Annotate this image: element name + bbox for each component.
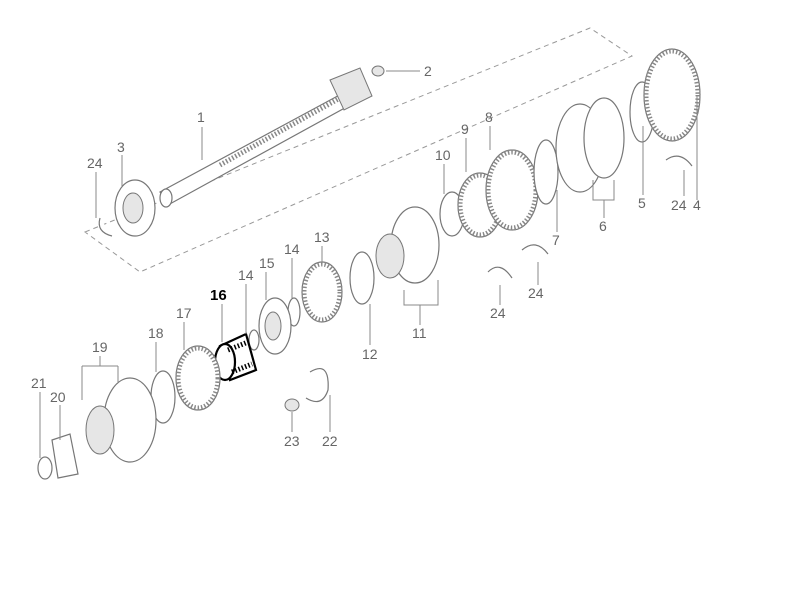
label-24-right[interactable]: 24	[671, 197, 687, 213]
part-2-pin[interactable]	[371, 65, 385, 77]
label-21[interactable]: 21	[31, 375, 47, 391]
subassembly-outline	[83, 27, 634, 273]
part-24-circlip-left[interactable]	[98, 217, 113, 237]
label-16[interactable]: 16	[210, 287, 227, 304]
label-11[interactable]: 11	[412, 325, 427, 341]
label-24-low[interactable]: 24	[490, 305, 506, 321]
part-22-clip[interactable]	[305, 368, 329, 403]
part-labels: 1 2 3 24 4 5 24 6 7 8 9 10 24 24 11 12 1…	[31, 63, 701, 449]
label-18[interactable]: 18	[148, 325, 164, 341]
label-12[interactable]: 12	[362, 346, 378, 362]
label-6[interactable]: 6	[599, 218, 607, 234]
part-15-bearing[interactable]	[258, 297, 292, 355]
label-8[interactable]: 8	[485, 109, 493, 125]
label-10[interactable]: 10	[435, 147, 451, 163]
label-2[interactable]: 2	[424, 63, 432, 79]
part-24-circlip-low[interactable]	[487, 266, 513, 279]
part-24-circlip-right[interactable]	[665, 155, 693, 167]
part-24-circlip-mid[interactable]	[521, 244, 549, 255]
leader-lines	[39, 70, 698, 458]
label-19[interactable]: 19	[92, 339, 108, 355]
part-6-synchro[interactable]	[555, 97, 625, 193]
label-14-right[interactable]: 14	[284, 241, 300, 257]
part-19-synchro[interactable]	[85, 377, 157, 463]
label-24-left[interactable]: 24	[87, 155, 103, 171]
label-5[interactable]: 5	[638, 195, 646, 211]
part-21-nut[interactable]	[37, 456, 53, 480]
label-9[interactable]: 9	[461, 121, 469, 137]
label-3[interactable]: 3	[117, 139, 125, 155]
part-20-plate[interactable]	[51, 433, 79, 479]
part-1-main-shaft[interactable]	[159, 67, 373, 208]
label-7[interactable]: 7	[552, 232, 560, 248]
part-13-gear[interactable]	[301, 261, 343, 323]
label-24-mid[interactable]: 24	[528, 285, 544, 301]
part-23-bolt[interactable]	[284, 398, 300, 412]
part-3-bearing[interactable]	[114, 179, 156, 237]
part-12-ring[interactable]	[349, 251, 375, 305]
label-20[interactable]: 20	[50, 389, 66, 405]
label-4[interactable]: 4	[693, 197, 701, 213]
label-17[interactable]: 17	[176, 305, 192, 321]
part-8-gear[interactable]	[485, 149, 539, 231]
label-1[interactable]: 1	[197, 109, 205, 125]
label-22[interactable]: 22	[322, 433, 338, 449]
part-14-washer-left[interactable]	[248, 329, 260, 351]
part-11-synchro[interactable]	[375, 206, 440, 284]
part-4-gear[interactable]	[643, 48, 701, 142]
part-17-gear[interactable]	[175, 345, 221, 411]
part-7-ring[interactable]	[533, 139, 559, 205]
label-23[interactable]: 23	[284, 433, 300, 449]
label-13[interactable]: 13	[314, 229, 330, 245]
label-14-left[interactable]: 14	[238, 267, 254, 283]
label-15[interactable]: 15	[259, 255, 275, 271]
